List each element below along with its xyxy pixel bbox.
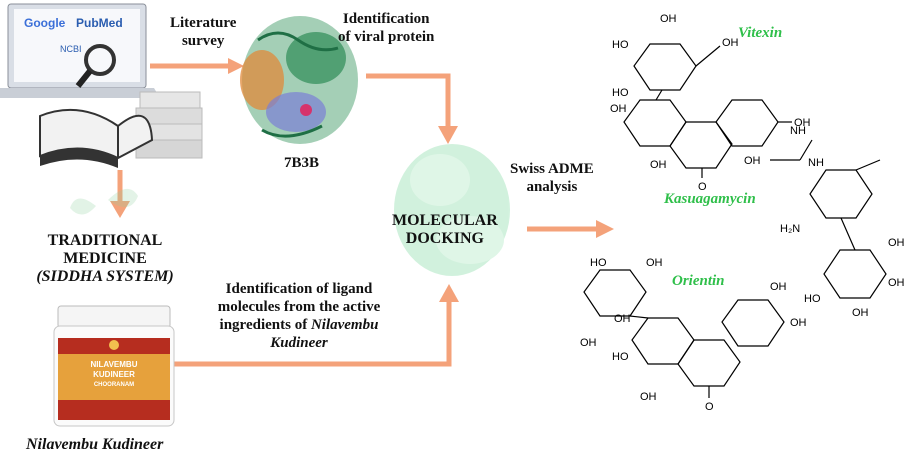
vitexin-ho-1: HO	[612, 39, 629, 51]
molecular-docking-label: MOLECULAR DOCKING	[392, 212, 498, 247]
kasuagamycin-structure: OH NH NH H₂N OH OH OH HO	[744, 125, 905, 319]
magnifier-icon	[84, 44, 116, 76]
orientin-ho-1: HO	[590, 257, 607, 269]
orientin-o: O	[705, 401, 714, 413]
product-name-label: Nilavembu Kudineer	[26, 436, 164, 453]
protein-structure	[240, 16, 358, 144]
kasuga-ho: HO	[804, 293, 821, 305]
vitexin-o: O	[698, 181, 707, 193]
orientin-label: Orientin	[672, 273, 725, 289]
orientin-oh-1: OH	[646, 257, 663, 269]
arrow-docking-to-adme	[527, 220, 614, 238]
swiss-adme-label: Swiss ADME analysis	[510, 161, 594, 195]
google-logo: Google	[24, 16, 66, 30]
nilavembu-jar	[53, 305, 175, 427]
orientin-oh-3: OH	[580, 337, 597, 349]
vitexin-oh-5: OH	[650, 159, 667, 171]
kasuga-h2n: H₂N	[780, 223, 800, 235]
vitexin-label: Vitexin	[738, 25, 783, 41]
books-illustration	[39, 91, 203, 168]
ligand-identification-label: Identification of ligand molecules from …	[217, 281, 381, 351]
kasuga-oh-3: OH	[852, 307, 869, 319]
vitexin-oh-1: OH	[660, 13, 677, 25]
traditional-medicine-label: TRADITIONAL MEDICINE (SIDDHA SYSTEM)	[36, 232, 174, 285]
arrow-jar-to-docking	[130, 284, 459, 367]
arrow-to-traditional	[110, 170, 130, 218]
orientin-oh-2: OH	[614, 313, 631, 325]
docking-protein-ghost	[394, 144, 510, 276]
orientin-oh-6: OH	[640, 391, 657, 403]
kasuga-oh: OH	[744, 155, 761, 167]
kasuagamycin-label: Kasuagamycin	[664, 191, 756, 207]
leaf-ghost	[70, 188, 138, 215]
laptop-illustration	[0, 3, 160, 98]
vitexin-ho-2: HO	[612, 87, 629, 99]
vitexin-oh-2: OH	[722, 37, 739, 49]
orientin-ho-2: HO	[612, 351, 629, 363]
protein-id-label: 7B3B	[284, 155, 320, 171]
pubmed-logo: PubMed	[76, 16, 123, 30]
orientin-structure: HO OH OH OH HO OH OH OH O	[580, 257, 807, 413]
kasuga-oh-2: OH	[888, 277, 905, 289]
orientin-oh-5: OH	[790, 317, 807, 329]
jar-label: NILAVEMBU KUDINEER CHOORANAM	[90, 360, 138, 388]
viral-protein-label: Identification of viral protein	[338, 11, 435, 45]
orientin-oh-4: OH	[770, 281, 787, 293]
arrow-survey	[150, 58, 244, 74]
vitexin-structure: HO HO OH OH OH OH OH O	[610, 13, 811, 193]
ncbi-logo: NCBI	[60, 44, 82, 54]
vitexin-oh-4: OH	[610, 103, 627, 115]
kasuga-imine: NH	[790, 125, 806, 137]
kasuga-n: NH	[808, 157, 824, 169]
kasuga-oh-1: OH	[888, 237, 905, 249]
literature-survey-label: Literature survey	[170, 15, 237, 49]
vitexin-oh-3: OH	[794, 117, 811, 129]
arrow-protein-to-docking	[366, 73, 458, 144]
